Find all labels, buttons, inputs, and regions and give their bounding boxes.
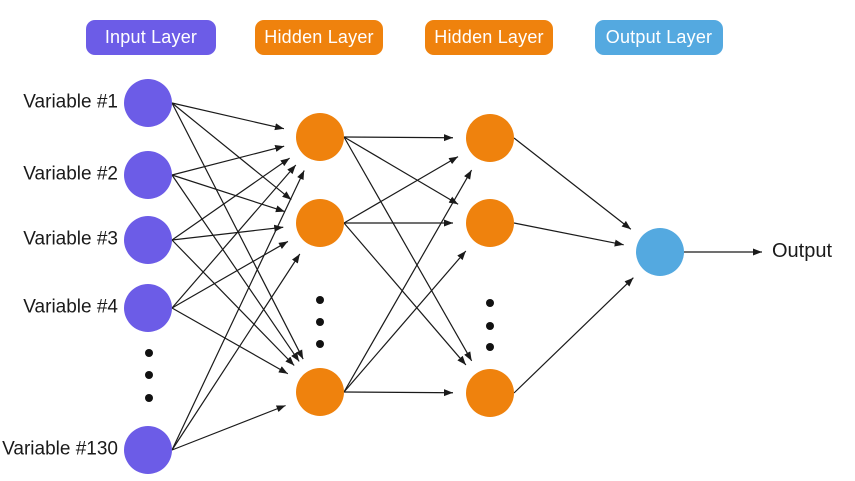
edge-l1n3-l2n2 xyxy=(343,250,467,393)
input-node-label-2: Variable #2 xyxy=(23,163,118,185)
edge-l2n3-l3n1 xyxy=(513,277,634,394)
edge-l1n2-l2n3 xyxy=(343,222,467,366)
edge-l0n3-l1n3 xyxy=(171,239,295,366)
hidden-layer-1-node-3 xyxy=(296,368,344,416)
edge-l1n2-l2n1 xyxy=(343,156,459,224)
hidden-layer-1-node-1 xyxy=(296,113,344,161)
edge-l0n5-l1n1 xyxy=(171,170,305,451)
input-layer-node-3 xyxy=(124,216,172,264)
edge-l1n3-l2n1 xyxy=(343,169,473,393)
edge-l1n1-l2n1 xyxy=(343,134,454,142)
hidden-layer-1-ellipsis-dot xyxy=(316,340,324,348)
output-label: Output xyxy=(772,240,833,263)
input-layer-badge: Input Layer xyxy=(86,20,216,55)
edge-l0n1-l1n3 xyxy=(171,102,304,360)
edge-l1n1-l2n2 xyxy=(343,136,459,205)
input-layer-ellipsis-dot xyxy=(145,371,153,379)
edge-l1n1-l2n3 xyxy=(343,136,473,362)
output-layer-badge: Output Layer xyxy=(595,20,723,55)
input-node-label-4: Variable #4 xyxy=(23,296,118,318)
hidden-layer-1-node-2 xyxy=(296,199,344,247)
input-node-label-1: Variable #1 xyxy=(23,91,118,113)
edge-l0n5-l1n2 xyxy=(171,253,301,451)
edge-l0n3-l1n1 xyxy=(171,157,290,241)
hidden-layer-2-node-3 xyxy=(466,369,514,417)
hidden-layer-2-node-1 xyxy=(466,114,514,162)
edge-l0n4-l1n2 xyxy=(171,240,289,309)
edge-l1n3-l2n3 xyxy=(343,389,454,397)
edge-l0n2-l1n1 xyxy=(171,145,285,176)
edge-l0n1-l1n1 xyxy=(171,102,285,131)
edge-l0n3-l1n2 xyxy=(171,224,284,241)
edge-l0n2-l1n3 xyxy=(171,174,300,362)
hidden-layer-1-ellipsis-dot xyxy=(316,296,324,304)
edge-l0n4-l1n1 xyxy=(171,164,297,309)
edge-l2n2-l3n1 xyxy=(513,222,624,247)
edge-l2n1-l3n1 xyxy=(513,137,632,230)
edge-l0n5-l1n3 xyxy=(171,404,286,451)
edge-l0n4-l1n3 xyxy=(171,307,289,375)
input-layer-node-5 xyxy=(124,426,172,474)
hidden-layer-1-badge: Hidden Layer xyxy=(255,20,383,55)
input-node-label-3: Variable #3 xyxy=(23,228,118,250)
hidden-layer-2-ellipsis-dot xyxy=(486,343,494,351)
hidden-layer-2-ellipsis-dot xyxy=(486,322,494,330)
hidden-layer-1-ellipsis-dot xyxy=(316,318,324,326)
input-layer-node-1 xyxy=(124,79,172,127)
hidden-layer-2-ellipsis-dot xyxy=(486,299,494,307)
input-layer-ellipsis-dot xyxy=(145,394,153,402)
hidden-layer-2-node-2 xyxy=(466,199,514,247)
edge-l0n1-l1n2 xyxy=(171,102,292,201)
edge-l0n2-l1n2 xyxy=(171,174,285,213)
output-layer-node-1 xyxy=(636,228,684,276)
input-node-label-5: Variable #130 xyxy=(2,438,118,460)
input-layer-node-2 xyxy=(124,151,172,199)
hidden-layer-2-badge: Hidden Layer xyxy=(425,20,553,55)
input-layer-node-4 xyxy=(124,284,172,332)
input-layer-ellipsis-dot xyxy=(145,349,153,357)
